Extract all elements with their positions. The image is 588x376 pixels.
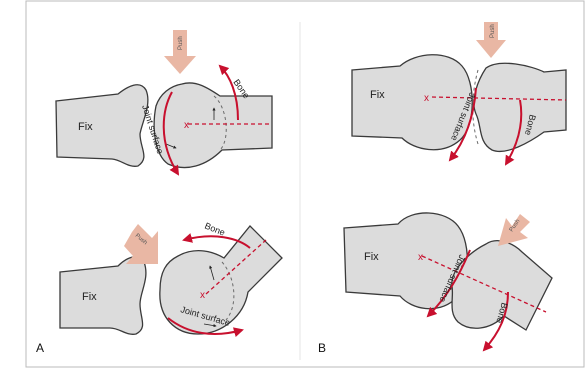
center-mark: x: [184, 120, 189, 131]
fixed-label: Fix: [364, 251, 379, 263]
center-mark: x: [424, 93, 429, 104]
fixed-label: Fix: [78, 121, 93, 133]
center-mark: x: [418, 252, 423, 263]
push-label: Push: [178, 36, 184, 50]
panel-a-label: A: [36, 341, 44, 355]
panel-b-label: B: [318, 341, 326, 355]
center-mark: x: [200, 290, 205, 301]
fixed-label: Fix: [370, 89, 385, 101]
fixed-label: Fix: [82, 291, 97, 303]
push-label: Push: [490, 24, 496, 38]
